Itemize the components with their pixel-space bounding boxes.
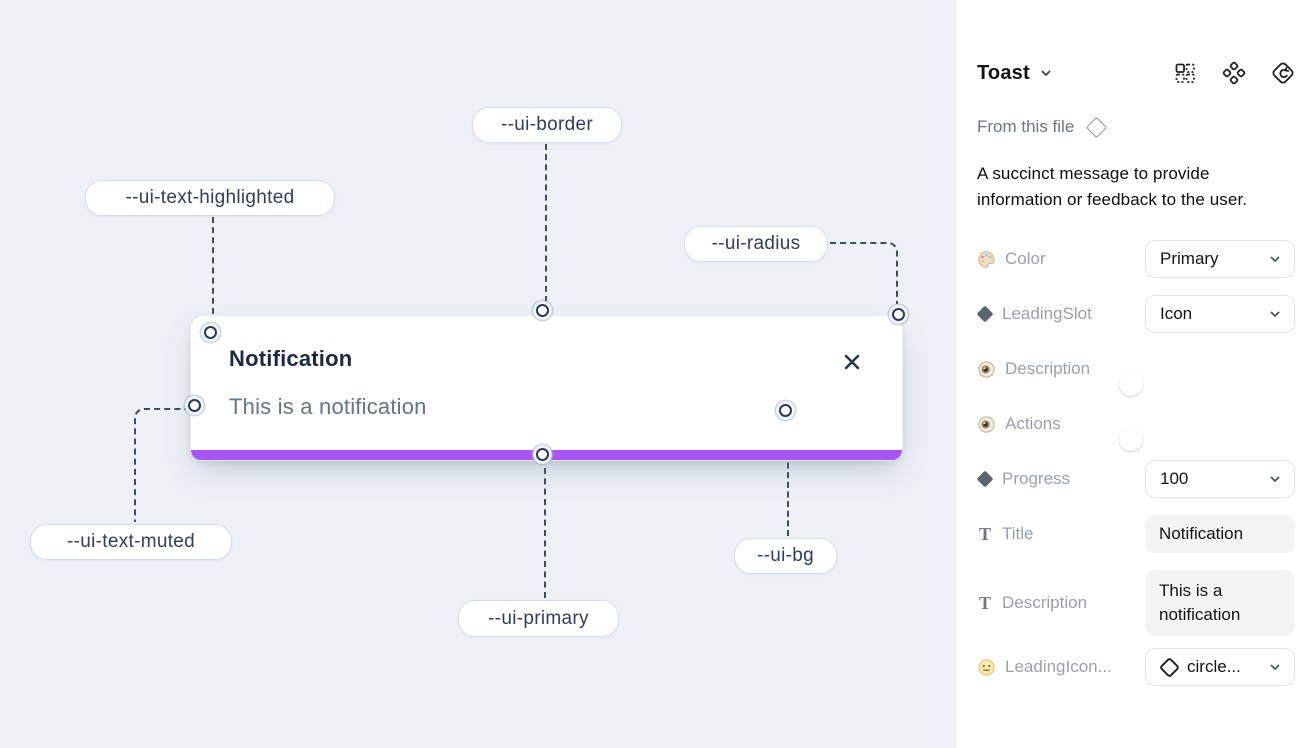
revert-instance-icon[interactable] bbox=[1271, 61, 1295, 85]
prop-label-title: T Title bbox=[978, 523, 1034, 544]
prop-label-progress: Progress bbox=[976, 469, 1070, 489]
prop-row-progress: Progress 100 bbox=[976, 460, 1295, 498]
connector-line-text-highlighted bbox=[212, 217, 214, 324]
text-icon: T bbox=[978, 592, 991, 613]
title-input[interactable]: Notification bbox=[1145, 515, 1295, 553]
toast-description: This is a notification bbox=[229, 394, 427, 419]
connector-line-border bbox=[545, 144, 547, 302]
component-description: A succinct message to provide informatio… bbox=[977, 164, 1248, 209]
prop-label-color: Color bbox=[977, 249, 1046, 269]
diamond-icon bbox=[976, 470, 994, 488]
diamond-outline-icon bbox=[1086, 116, 1108, 138]
token-pill-ui-radius[interactable]: --ui-radius bbox=[684, 226, 828, 262]
color-select[interactable]: Primary bbox=[1145, 240, 1295, 278]
toast-title: Notification bbox=[229, 346, 353, 371]
smiley-icon bbox=[978, 658, 995, 676]
toggle-knob bbox=[1118, 426, 1143, 451]
anchor-dot-border[interactable] bbox=[536, 304, 549, 317]
token-pill-ui-text-highlighted[interactable]: --ui-text-highlighted bbox=[85, 180, 335, 216]
prop-label-description: Description bbox=[977, 359, 1090, 379]
prop-label-leadingslot: LeadingSlot bbox=[976, 304, 1092, 324]
token-pill-ui-bg[interactable]: --ui-bg bbox=[734, 538, 837, 574]
chevron-down-icon bbox=[1268, 472, 1282, 486]
prop-row-leadingicon: LeadingIcon... circle... bbox=[977, 648, 1295, 686]
properties-panel: Toast bbox=[957, 0, 1312, 748]
chevron-down-icon bbox=[1268, 252, 1282, 266]
connector-line-text-muted bbox=[134, 408, 186, 522]
source-row: From this file bbox=[977, 114, 1295, 140]
prop-row-color: Color Primary bbox=[977, 240, 1295, 278]
leadingslot-select[interactable]: Icon bbox=[1145, 295, 1295, 333]
eye-icon bbox=[978, 360, 995, 378]
eye-icon bbox=[978, 415, 995, 433]
connector-line-primary bbox=[544, 468, 546, 598]
anchor-dot-text-muted[interactable] bbox=[188, 399, 201, 412]
token-pill-ui-border[interactable]: --ui-border bbox=[472, 107, 622, 143]
anchor-dot-text-highlighted[interactable] bbox=[204, 326, 217, 339]
token-pill-ui-primary[interactable]: --ui-primary bbox=[458, 600, 619, 637]
close-icon[interactable] bbox=[840, 350, 864, 374]
text-icon: T bbox=[978, 523, 991, 544]
token-pill-ui-text-muted[interactable]: --ui-text-muted bbox=[30, 524, 232, 560]
source-label: From this file bbox=[977, 117, 1075, 136]
progress-select[interactable]: 100 bbox=[1145, 460, 1295, 498]
component-icon[interactable] bbox=[1222, 61, 1246, 85]
chevron-down-icon[interactable] bbox=[1039, 66, 1053, 80]
prop-label-actions: Actions bbox=[977, 414, 1061, 434]
connector-line-bg bbox=[787, 424, 789, 536]
prop-row-title: T Title Notification bbox=[977, 515, 1295, 553]
chevron-down-icon bbox=[1268, 660, 1282, 674]
anchor-dot-radius[interactable] bbox=[892, 308, 905, 321]
diamond-icon bbox=[976, 305, 994, 323]
prop-row-description-toggle: Description bbox=[977, 350, 1295, 396]
prop-label-leadingicon: LeadingIcon... bbox=[977, 657, 1112, 677]
panel-header: Toast bbox=[977, 58, 1295, 88]
prop-row-actions-toggle: Actions bbox=[977, 405, 1295, 451]
instance-swap-icon[interactable] bbox=[1173, 61, 1197, 85]
toast-component[interactable]: Notification This is a notification bbox=[190, 315, 903, 461]
canvas: Notification This is a notification --ui… bbox=[0, 0, 957, 748]
diamond-outline-icon bbox=[1158, 656, 1181, 678]
prop-row-leadingslot: LeadingSlot Icon bbox=[976, 295, 1295, 333]
anchor-dot-bg[interactable] bbox=[779, 404, 792, 417]
toggle-knob bbox=[1118, 371, 1143, 396]
prop-label-description-text: T Description bbox=[978, 592, 1088, 613]
description-input[interactable]: This is a notification bbox=[1145, 570, 1295, 636]
chevron-down-icon bbox=[1268, 307, 1282, 321]
anchor-dot-primary[interactable] bbox=[536, 448, 549, 461]
leadingicon-select[interactable]: circle... bbox=[1145, 648, 1295, 686]
connector-line-radius bbox=[830, 242, 898, 304]
prop-row-description-text: T Description This is a notification bbox=[977, 570, 1295, 636]
palette-icon bbox=[978, 250, 995, 268]
component-name: Toast bbox=[977, 61, 1030, 84]
